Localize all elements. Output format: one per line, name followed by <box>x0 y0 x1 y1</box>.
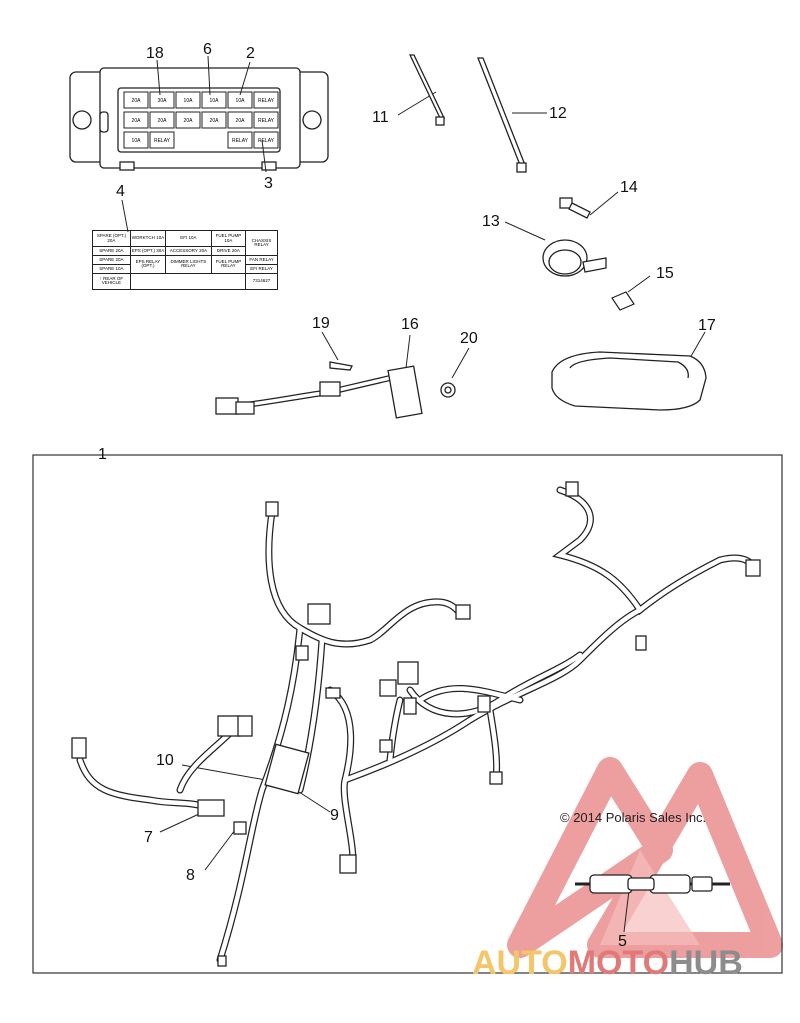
fuse-label-footer: ↑ REAR OF VEHICLE <box>92 272 131 291</box>
inline-fuse <box>575 874 730 894</box>
fuse-label-cell: FAN RELAY <box>245 255 278 265</box>
fuse-slot-label: RELAY <box>154 138 171 144</box>
fuse-slot <box>123 131 149 149</box>
callout-9: 9 <box>330 807 339 824</box>
fuse-slot <box>201 91 227 109</box>
callout-7: 7 <box>144 829 153 846</box>
fuse-slot-label: RELAY <box>258 138 275 144</box>
fuse-slot-label: 20A <box>158 118 168 124</box>
fuse-label-cell: SPARE 20A <box>92 255 131 265</box>
fuse-slot <box>149 131 175 149</box>
fuse-slot-label: 20A <box>210 118 220 124</box>
callout-10: 10 <box>156 752 174 769</box>
fuse-slot <box>227 131 253 149</box>
fuse-slot <box>253 111 279 129</box>
fuse-label-cell: SPARE 20A <box>92 246 131 257</box>
callout-19: 19 <box>312 315 330 332</box>
fuse-label-sticker: SPARE (OPT.) 20A WORKTCH 10A EFI 10A FUE… <box>92 229 278 291</box>
callout-4: 4 <box>116 183 125 200</box>
fuse-slot-label: RELAY <box>258 98 275 104</box>
fuse-slot-label: 20A <box>236 118 246 124</box>
copyright-text: © 2014 Polaris Sales Inc. <box>560 810 707 825</box>
watermark-part-hub: HUB <box>669 944 743 982</box>
callout-3: 3 <box>264 175 273 192</box>
callout-11: 11 <box>372 109 389 126</box>
fuse-slot <box>123 111 149 129</box>
main-harness <box>76 486 759 964</box>
fuse-label-cell: FUEL PUMP RELAY <box>210 255 247 274</box>
fuse-slot-label: 30A <box>158 98 168 104</box>
fuse-label-cell: EPS (OPT.) 30A <box>129 246 167 257</box>
callout-12: 12 <box>549 105 567 122</box>
fuse-slot-label: 10A <box>132 138 142 144</box>
callout-5: 5 <box>618 933 627 950</box>
fuse-slot <box>175 111 201 129</box>
main-harness-frame <box>32 454 783 974</box>
p-clamp <box>542 239 607 277</box>
zip-tie-short <box>408 54 446 126</box>
fuse-label-cell: SPARE (OPT.) 20A <box>92 229 131 248</box>
harness-connectors <box>71 481 761 967</box>
fuse-box-cover <box>551 351 707 411</box>
clip-nut <box>611 291 635 311</box>
fuse-label-cell: EFI 10A <box>165 229 212 248</box>
fuse-slot <box>253 131 279 149</box>
fuse-slot-label: RELAY <box>258 118 275 124</box>
watermark-part-moto: MOTO <box>567 944 670 982</box>
watermark-triangle <box>507 757 783 958</box>
callout-8: 8 <box>186 867 195 884</box>
fuse-slot <box>123 91 149 109</box>
bolt <box>559 197 591 219</box>
fuse-label-part-no: 7314627 <box>245 272 278 291</box>
fuse-label-cell: ACCESSORY 20A <box>165 246 212 257</box>
fuse-label-cell: DRIVE 20A <box>210 246 247 257</box>
relay-harness <box>215 361 456 419</box>
fuse-label-cell: DIMMER LIGHTS RELAY <box>165 255 212 274</box>
callout-1: 1 <box>98 446 107 463</box>
fuse-box-cells: 20A 30A 10A 10A 10A RELAY 20A 20A 20A 20A 20A RELAY… <box>123 91 279 149</box>
callout-16: 16 <box>401 316 419 333</box>
callout-13: 13 <box>482 213 500 230</box>
fuse-slot <box>149 91 175 109</box>
callout-2: 2 <box>246 45 255 62</box>
fuse-slot-label: 20A <box>184 118 194 124</box>
fuse-slot-label: 10A <box>236 98 246 104</box>
fuse-slot-label: 10A <box>184 98 194 104</box>
fuse-slot <box>175 91 201 109</box>
fuse-slot <box>227 111 253 129</box>
fuse-label-cell: FUEL PUMP 10A <box>210 229 247 248</box>
callout-17: 17 <box>698 317 716 334</box>
callout-18: 18 <box>146 45 164 62</box>
fuse-label-cell: EPS RELAY (OPT.) <box>129 255 167 274</box>
fuse-slot-label: 20A <box>132 118 142 124</box>
fuse-slot <box>227 91 253 109</box>
callout-20: 20 <box>460 330 478 347</box>
fuse-slot-label: 10A <box>210 98 220 104</box>
watermark-part-auto: AUTO <box>472 944 568 982</box>
zip-tie-long <box>477 57 527 173</box>
fuse-slot <box>201 111 227 129</box>
callout-6: 6 <box>203 41 212 58</box>
fuse-slot-label: 20A <box>132 98 142 104</box>
fuse-label-cell: CHASSIS RELAY <box>245 229 278 257</box>
fuse-label-cell: SPARE 10A <box>92 263 131 274</box>
fuse-slot <box>149 111 175 129</box>
fuse-slot <box>253 91 279 109</box>
callout-15: 15 <box>656 265 674 282</box>
fuse-label-cell: EFI RELAY <box>245 263 278 274</box>
callout-14: 14 <box>620 179 638 196</box>
watermark-logo: AUTOMOTOHUB <box>472 944 743 983</box>
fuse-label-cell: WORKTCH 10A <box>129 229 167 248</box>
fuse-slot-label: RELAY <box>232 138 249 144</box>
